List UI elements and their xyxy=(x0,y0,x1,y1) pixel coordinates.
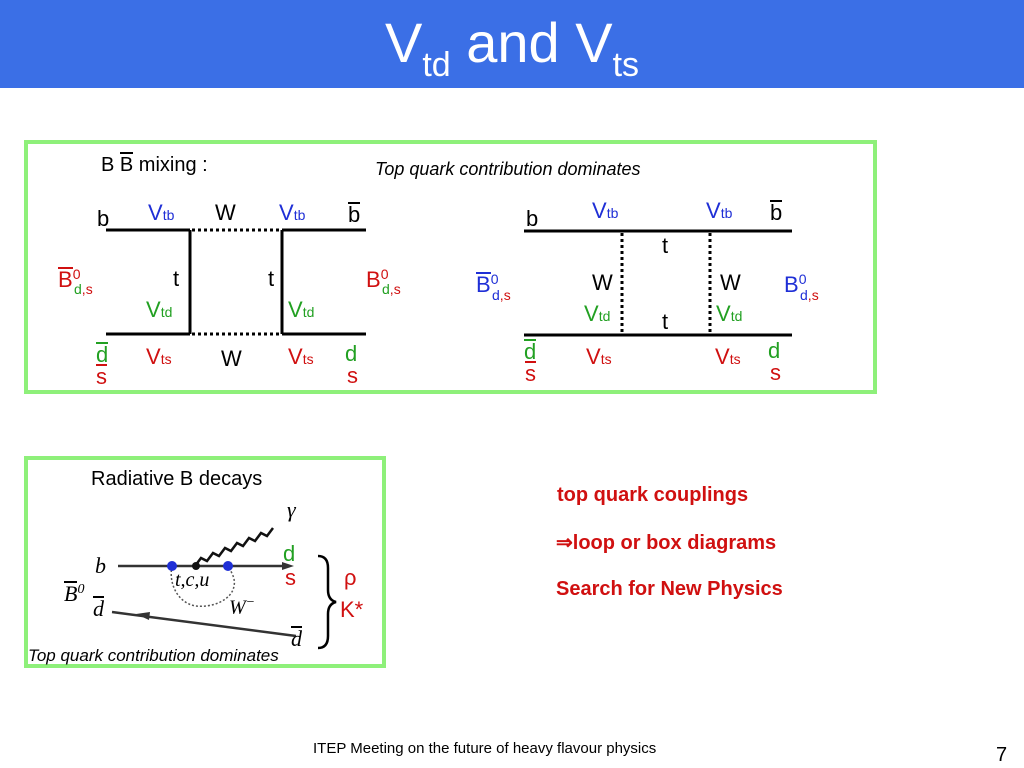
vtd-label: Vtd xyxy=(288,297,315,322)
slide-title: Vtd and Vts xyxy=(384,11,640,84)
s-out-label: s xyxy=(285,565,296,590)
meson-subscript: d,s xyxy=(492,287,511,303)
kstar-label: K* xyxy=(340,597,364,622)
title-banner xyxy=(0,0,1024,88)
vtb-label: Vtb xyxy=(279,200,306,225)
rho-label: ρ xyxy=(344,565,357,590)
vts-label: Vts xyxy=(586,344,612,369)
bbar-meson-label: B0 xyxy=(64,581,85,606)
w-label: W xyxy=(215,200,236,225)
radiative-heading: Radiative B decays xyxy=(91,468,263,490)
arrow-head xyxy=(282,562,294,570)
b-meson-label: B0 xyxy=(366,266,389,292)
gamma-label: γ xyxy=(287,497,296,522)
sbar-label: s xyxy=(96,364,107,389)
radiative-note: Top quark contribution dominates xyxy=(28,646,279,665)
vtd-label: Vtd xyxy=(716,301,743,326)
quark-b-label: b xyxy=(97,206,110,231)
dbar-label: d xyxy=(524,339,537,364)
page-number: 7 xyxy=(996,744,1008,766)
s-label: s xyxy=(770,360,781,385)
meson-subscript: d,s xyxy=(74,281,93,297)
brace xyxy=(317,554,337,650)
bbar-meson-label: B0 xyxy=(476,271,499,297)
photon-line xyxy=(194,527,274,567)
d-out-label: d xyxy=(283,541,296,566)
dbar-label: d xyxy=(93,596,104,621)
meson-subscript: d,s xyxy=(800,287,819,303)
w-minus-label: W− xyxy=(229,595,256,619)
arrow-head xyxy=(136,612,150,620)
t-label: t xyxy=(662,233,669,258)
t-label: t xyxy=(662,309,669,334)
w-label: W xyxy=(720,270,741,295)
b-quark-label: b xyxy=(95,553,106,578)
t-label: t xyxy=(173,266,180,291)
new-physics-text: Search for New Physics xyxy=(556,578,783,600)
vtb-label: Vtb xyxy=(592,198,619,223)
mixing-note: Top quark contribution dominates xyxy=(375,159,641,179)
s-label: s xyxy=(347,363,358,388)
vtb-label: Vtb xyxy=(706,198,733,223)
quark-bbar-label: b xyxy=(348,202,361,227)
w-loop xyxy=(170,565,236,608)
vtd-label: Vtd xyxy=(584,301,611,326)
loop-box-text: ⇒loop or box diagrams xyxy=(556,532,777,554)
vtd-label: Vtd xyxy=(146,297,173,322)
quark-b-label: b xyxy=(526,206,539,231)
vts-label: Vts xyxy=(146,344,172,369)
bbar-meson-label: B0 xyxy=(58,266,81,292)
vts-label: Vts xyxy=(715,344,741,369)
t-label: t xyxy=(268,266,275,291)
vertex xyxy=(192,562,200,570)
w-label: W xyxy=(592,270,613,295)
top-couplings-text: top quark couplings xyxy=(557,484,749,506)
vertex xyxy=(223,561,233,571)
footer-meeting: ITEP Meeting on the future of heavy flav… xyxy=(313,740,657,757)
radiative-panel xyxy=(24,456,386,668)
d-label: d xyxy=(768,338,781,363)
mixing-panel xyxy=(24,140,877,394)
b-meson-label: B0 xyxy=(784,271,807,297)
sbar-label: s xyxy=(525,361,536,386)
mixing-label: B B mixing : xyxy=(101,152,208,176)
dbar-bottom-label: d xyxy=(291,626,302,651)
quark-bbar-label: b xyxy=(770,200,783,225)
dbar-label: d xyxy=(96,342,109,367)
d-label: d xyxy=(345,341,358,366)
vertex xyxy=(167,561,177,571)
vtb-label: Vtb xyxy=(148,200,175,225)
vts-label: Vts xyxy=(288,344,314,369)
tcu-label: t,c,u xyxy=(175,569,210,591)
w-label: W xyxy=(221,346,242,371)
meson-subscript: d,s xyxy=(382,281,401,297)
